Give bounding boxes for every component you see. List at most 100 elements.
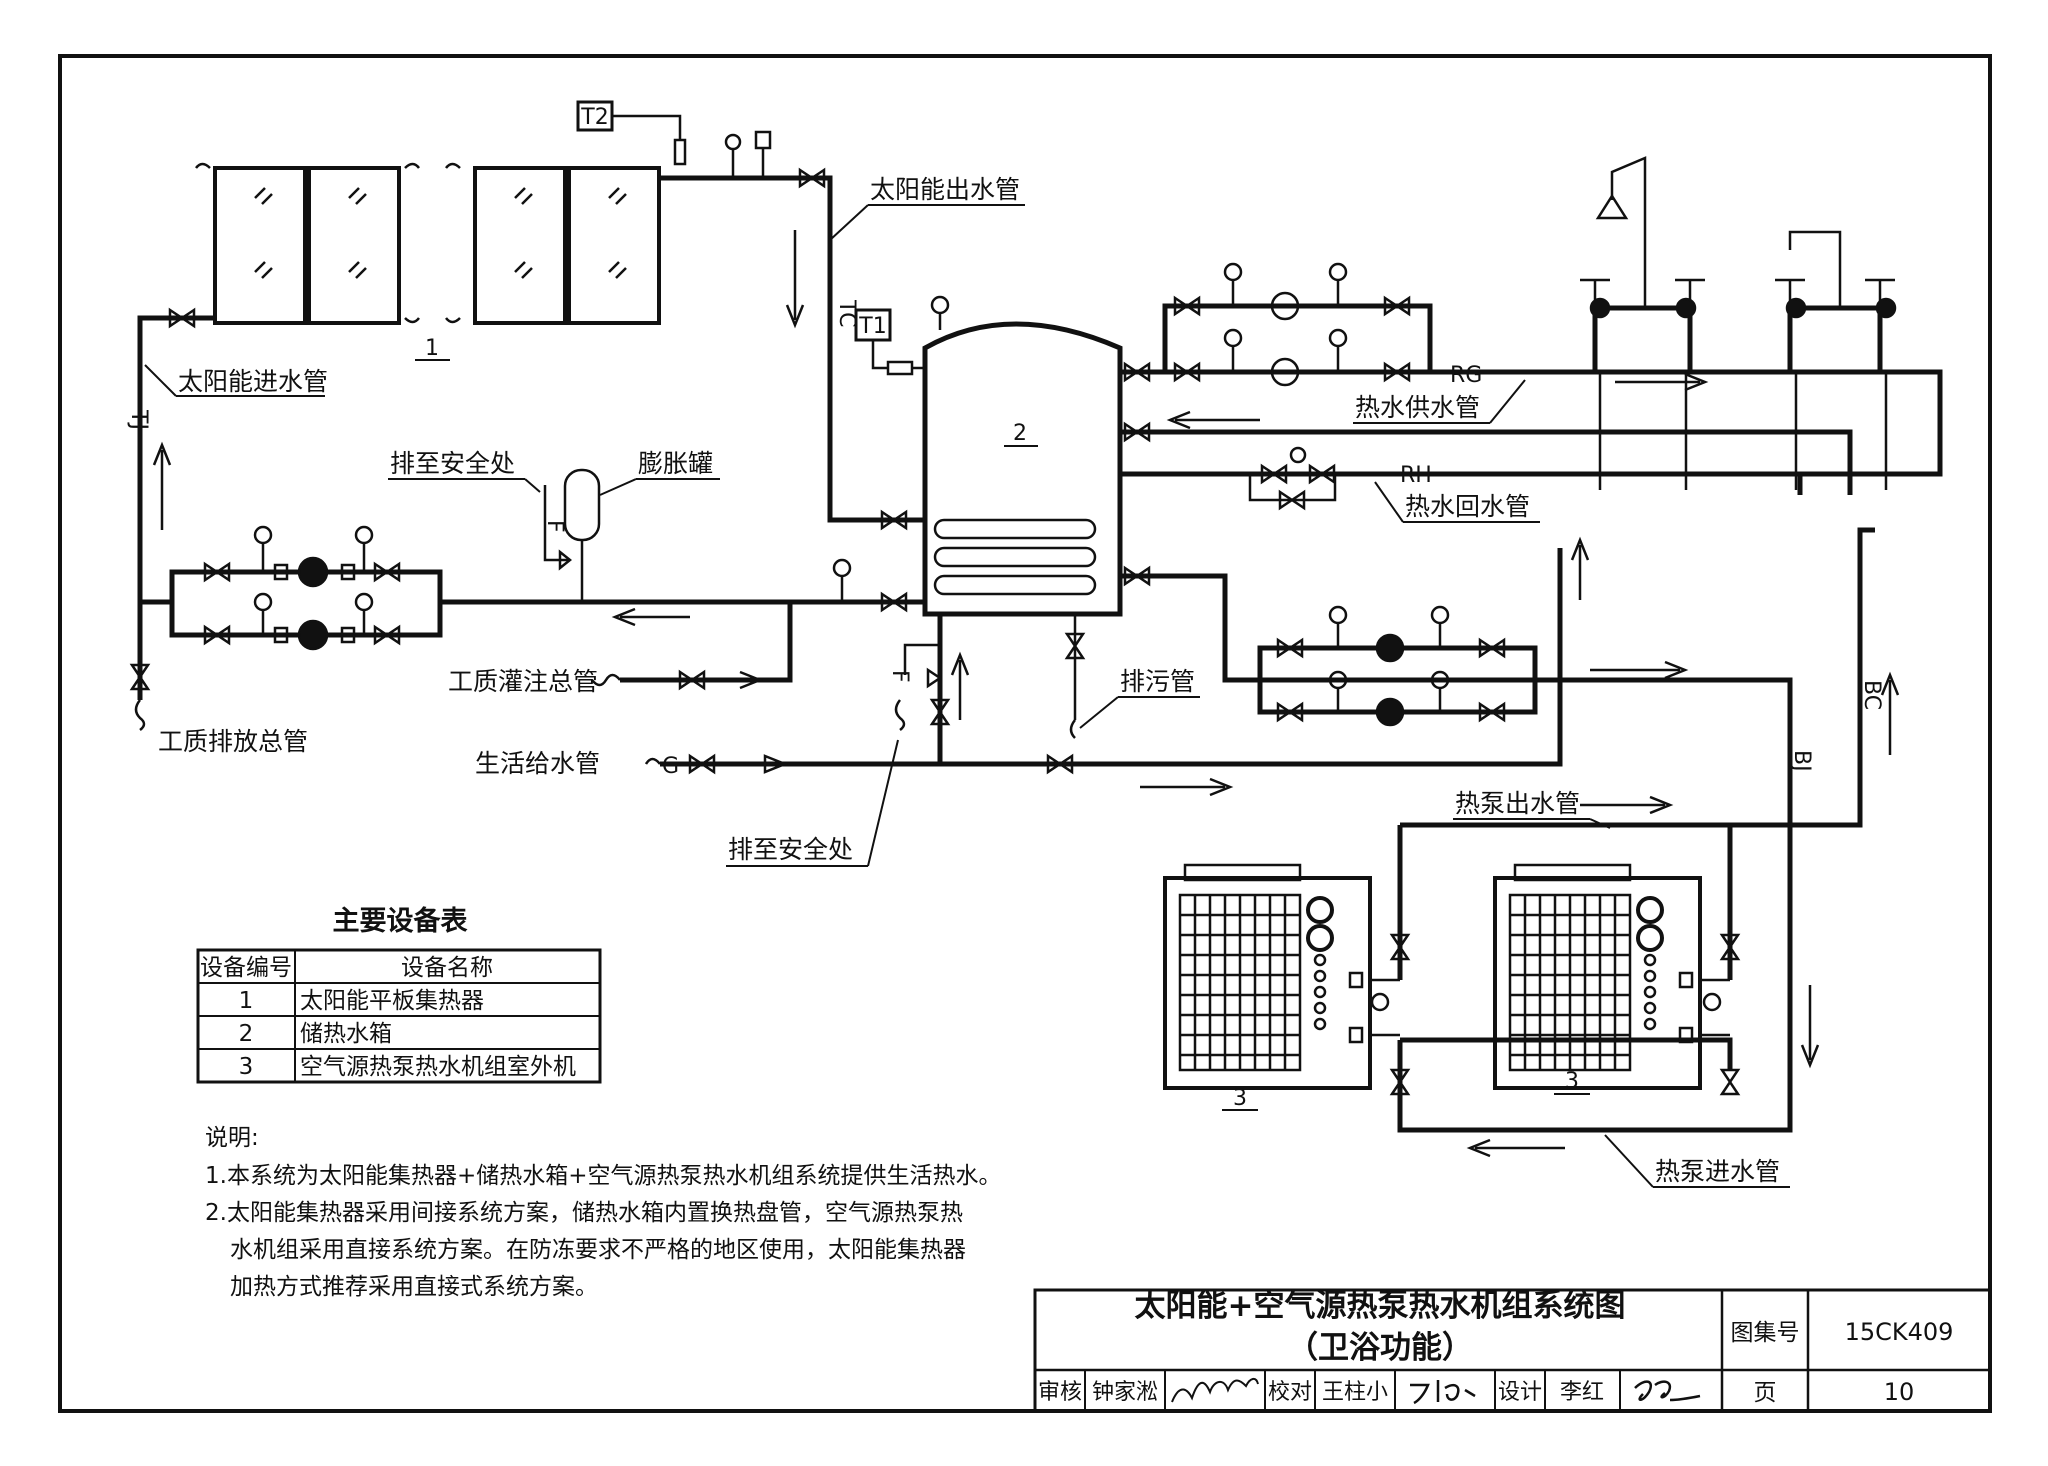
circulation-pump-icon <box>1270 291 1300 321</box>
hot-water-supply-group: RG 热水供水管 <box>1120 156 1943 495</box>
checker-name: 王柱小 <box>1322 1380 1388 1405</box>
circulation-pump-icon <box>297 556 329 588</box>
flow-arrow-icon <box>152 441 172 530</box>
shower-head-icon <box>1610 156 1647 308</box>
heat-pump-b-number: 3 <box>1565 1069 1579 1094</box>
expansion-tank <box>563 468 601 542</box>
drain-safe-top-label: 排至安全处 <box>390 449 515 478</box>
pressure-gauge-icon <box>930 295 950 315</box>
review-label: 审核 <box>1038 1380 1082 1405</box>
table-header-no: 设备编号 <box>200 955 292 981</box>
check-label: 校对 <box>1268 1380 1312 1405</box>
domestic-supply-label: 生活给水管 <box>475 749 600 778</box>
flow-arrow-icon <box>611 607 690 627</box>
equipment-table-title: 主要设备表 <box>333 906 468 937</box>
pressure-gauge-icon <box>253 525 273 545</box>
t2-label: T2 <box>580 105 608 130</box>
flow-arrow-icon <box>1580 795 1674 815</box>
atlas-label: 图集号 <box>1731 1320 1800 1346</box>
rh-label: RH <box>1400 463 1432 488</box>
circulation-pump-icon <box>297 619 329 651</box>
fill-main-group: 工质灌注总管 工质排放总管 <box>158 602 793 756</box>
drain-safe-bottom-label: 排至安全处 <box>728 835 853 864</box>
heat-pump-unit-a: 3 <box>1163 863 1411 1111</box>
gate-valve-icon <box>880 509 908 531</box>
gate-valve-icon <box>798 167 826 189</box>
flow-arrow-icon <box>1466 1138 1565 1158</box>
pressure-gauge-icon <box>354 592 374 612</box>
pressure-gauge-icon <box>1370 992 1390 1012</box>
reviewer-name: 钟家淞 <box>1092 1380 1158 1405</box>
note-line: 1.本系统为太阳能集热器+储热水箱+空气源热泵热水机组系统提供生活热水。 <box>205 1163 1002 1189</box>
solar-collector-array: 1 <box>195 162 661 361</box>
sewage-label: 排污管 <box>1120 667 1195 696</box>
hot-water-return-group: RH 热水回水管 <box>1120 446 1803 523</box>
hot-return-label: 热水回水管 <box>1405 492 1530 521</box>
flow-arrow-icon <box>1140 777 1234 797</box>
note-line: 水机组采用直接系统方案。在防冻要求不严格的地区使用，太阳能集热器 <box>230 1237 966 1263</box>
flow-arrow-icon <box>1166 410 1260 430</box>
flow-arrow-icon <box>950 651 970 720</box>
flow-arrow-icon <box>1800 985 1820 1069</box>
domestic-supply-group: G 生活给水管 F 排至安全处 排污管 <box>475 614 1563 867</box>
shower-head-icon <box>1595 193 1629 220</box>
atlas-number: 15CK409 <box>1845 1318 1954 1346</box>
note-line: 加热方式推荐采用直接式系统方案。 <box>230 1274 598 1300</box>
pressure-gauge-icon <box>1328 262 1348 282</box>
pressure-gauge-icon <box>1702 992 1722 1012</box>
fill-main-label: 工质灌注总管 <box>448 667 598 696</box>
notes-heading: 说明: <box>205 1125 259 1151</box>
equipment-table: 主要设备表 设备编号 设备名称 1 太阳能平板集热器 2 储热水箱 3 空气源热… <box>196 906 602 1084</box>
table-header-name: 设备名称 <box>401 955 493 981</box>
f-label-bottom: F <box>887 670 912 683</box>
bj-label: BJ <box>1789 750 1814 772</box>
drawing-subtitle: （卫浴功能） <box>1287 1330 1473 1366</box>
table-cell-no: 2 <box>239 1021 254 1047</box>
heat-pump-a-number: 3 <box>1233 1086 1247 1111</box>
circulation-pump-icon <box>1375 633 1405 663</box>
gate-valve-icon <box>168 307 196 329</box>
pressure-gauge-icon <box>1223 262 1243 282</box>
title-block: 太阳能+空气源热泵热水机组系统图 （卫浴功能） 图集号 15CK409 页 10… <box>1033 1288 1992 1413</box>
tank-number: 2 <box>1013 421 1027 446</box>
page-number: 10 <box>1884 1378 1915 1406</box>
tj-label: TJ <box>126 409 151 430</box>
checker-signature <box>1410 1380 1476 1405</box>
note-line: 2.太阳能集热器采用间接系统方案，储热水箱内置换热盘管，空气源热泵热 <box>205 1200 963 1226</box>
faucet-icon <box>1788 230 1842 308</box>
flow-arrow-icon <box>1570 536 1590 600</box>
bc-label: BC <box>1859 680 1884 710</box>
design-label: 设计 <box>1498 1380 1542 1405</box>
hot-supply-label: 热水供水管 <box>1355 393 1480 422</box>
circulation-pump-icon <box>1270 357 1300 387</box>
expansion-tank-label: 膨胀罐 <box>638 449 713 478</box>
designer-name: 李红 <box>1560 1380 1604 1405</box>
solar-outlet-label: 太阳能出水管 <box>870 175 1020 204</box>
table-cell-no: 3 <box>239 1054 254 1080</box>
notes: 说明: 1.本系统为太阳能集热器+储热水箱+空气源热泵热水机组系统提供生活热水。… <box>205 1125 1002 1300</box>
table-cell-name: 太阳能平板集热器 <box>300 988 484 1014</box>
storage-tank <box>922 321 1123 617</box>
solar-loop-pipes: T2 <box>129 100 925 731</box>
discharge-main-label: 工质排放总管 <box>158 727 308 756</box>
hp-out-label: 热泵出水管 <box>1455 789 1580 818</box>
gate-valve-icon <box>129 663 151 691</box>
f-label-top: F <box>542 520 567 533</box>
pressure-gauge-icon <box>832 558 852 578</box>
flow-arrow-icon <box>1615 372 1709 392</box>
drawing-title: 太阳能+空气源热泵热水机组系统图 <box>1135 1288 1626 1324</box>
flow-arrow-icon <box>785 230 805 329</box>
reviewer-signature <box>1171 1378 1259 1403</box>
pressure-gauge-icon <box>1223 328 1243 348</box>
table-cell-name: 空气源热泵热水机组室外机 <box>300 1054 576 1080</box>
solar-inlet-label: 太阳能进水管 <box>178 367 328 396</box>
collector-number: 1 <box>425 336 439 361</box>
drawing-frame <box>58 54 1992 1413</box>
t1-label: T1 <box>858 314 886 339</box>
flow-arrow-icon <box>1590 660 1689 680</box>
pressure-gauge-icon <box>1328 605 1348 625</box>
solar-pump-group <box>140 525 925 651</box>
table-cell-no: 1 <box>239 988 254 1014</box>
gate-valve-icon <box>880 591 908 613</box>
